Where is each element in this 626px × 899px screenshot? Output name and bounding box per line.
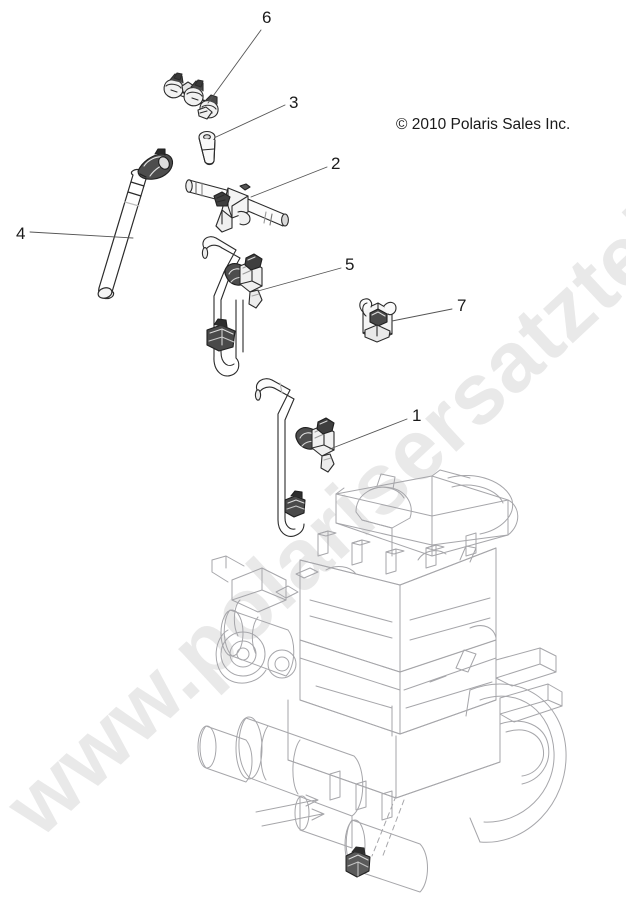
part-3-bolt-screw xyxy=(198,130,216,166)
leader-3 xyxy=(215,104,286,138)
part-1-fuel-line-with-connector xyxy=(254,378,335,537)
leader-6 xyxy=(207,29,262,104)
callout-7: 7 xyxy=(457,296,467,315)
leader-7 xyxy=(391,308,453,322)
lower-bracket-detail xyxy=(345,846,371,878)
leader-4 xyxy=(29,231,134,239)
callout-2: 2 xyxy=(331,154,341,173)
callout-4: 4 xyxy=(16,224,26,243)
part-7-line-retainer-clip xyxy=(359,298,397,343)
callout-6: 6 xyxy=(262,8,272,27)
part-2-fuel-rail-t-fitting xyxy=(185,179,289,233)
callout-1: 1 xyxy=(412,406,422,425)
part-6-hose-clamp-set xyxy=(163,72,219,120)
copyright-notice: © 2010 Polaris Sales Inc. xyxy=(396,116,571,133)
leader-1 xyxy=(329,418,408,450)
callout-5: 5 xyxy=(345,255,355,274)
leader-5 xyxy=(257,267,342,292)
part-4-long-fuel-hose xyxy=(97,148,174,300)
part-5-bent-fuel-hose-assembly xyxy=(201,236,263,377)
leader-2 xyxy=(250,166,328,198)
callout-3: 3 xyxy=(289,93,299,112)
